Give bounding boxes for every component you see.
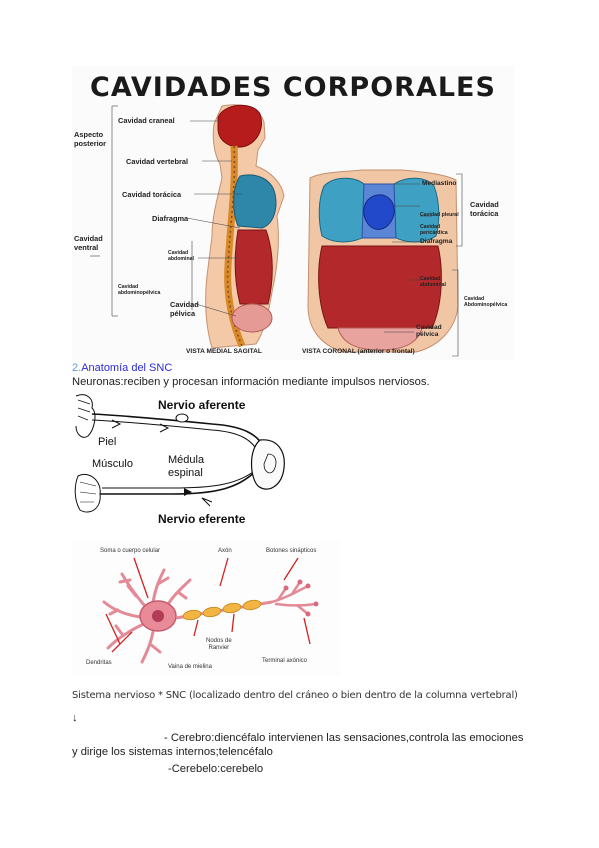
label-vaina-mielina: Vaina de mielina <box>168 664 212 670</box>
figure-title: CAVIDADES CORPORALES <box>90 72 496 103</box>
label-cavidad-pleural: Cavidad pleural <box>420 212 459 218</box>
label-soma: Soma o cuerpo celular <box>100 548 161 554</box>
neuronas-paragraph: Neuronas:reciben y procesan información … <box>72 376 430 388</box>
label-nervio-aferente: Nervio aferente <box>158 398 246 412</box>
sagittal-body <box>205 104 285 349</box>
cerebro-line-2: y dirige los sistemas internos;telencéfa… <box>72 746 273 758</box>
reflex-arc-illustration <box>74 394 285 513</box>
coronal-torso <box>307 169 459 353</box>
caption-sagital: VISTA MEDIAL SAGITAL <box>186 348 262 355</box>
label-cavidad-toracica: Cavidad torácica <box>122 190 182 199</box>
label-musculo: Músculo <box>92 458 133 470</box>
label-nervio-eferente: Nervio eferente <box>158 512 246 526</box>
label-diafragma-right: Diafragma <box>420 238 453 245</box>
sistema-nervioso-line: Sistema nervioso * SNC (localizado dentr… <box>72 690 518 701</box>
label-botones-sinapticos: Botones sinápticos <box>266 548 317 554</box>
label-mediastino: Mediastino <box>422 180 457 187</box>
cerebelo-line: -Cerebelo:cerebelo <box>168 763 264 775</box>
section-title: Anatomía del SNC <box>81 362 173 374</box>
label-cavidad-vertebral: Cavidad vertebral <box>126 157 189 166</box>
section-number: 2. <box>72 362 82 374</box>
section-heading: 2.Anatomía del SNC <box>72 362 172 374</box>
label-diafragma: Diafragma <box>152 214 189 223</box>
down-arrow: ↓ <box>72 712 78 724</box>
label-dendritas: Dendritas <box>86 660 112 666</box>
label-terminal-axonico: Terminal axónico <box>262 658 308 664</box>
label-cavidad-craneal: Cavidad craneal <box>118 116 175 125</box>
label-axon: Axón <box>218 548 232 554</box>
caption-coronal: VISTA CORONAL (anterior o frontal) <box>302 348 415 355</box>
neuron-illustration <box>102 557 319 664</box>
label-piel: Piel <box>98 436 117 448</box>
body-cavities-illustration <box>90 104 463 357</box>
neuron-figure: Soma o cuerpo celular Axón Botones sináp… <box>72 540 340 677</box>
cerebro-line-1: - Cerebro:diencéfalo intervienen las sen… <box>164 732 524 744</box>
body-cavities-figure: CAVIDADES CORPORALES <box>72 66 514 360</box>
